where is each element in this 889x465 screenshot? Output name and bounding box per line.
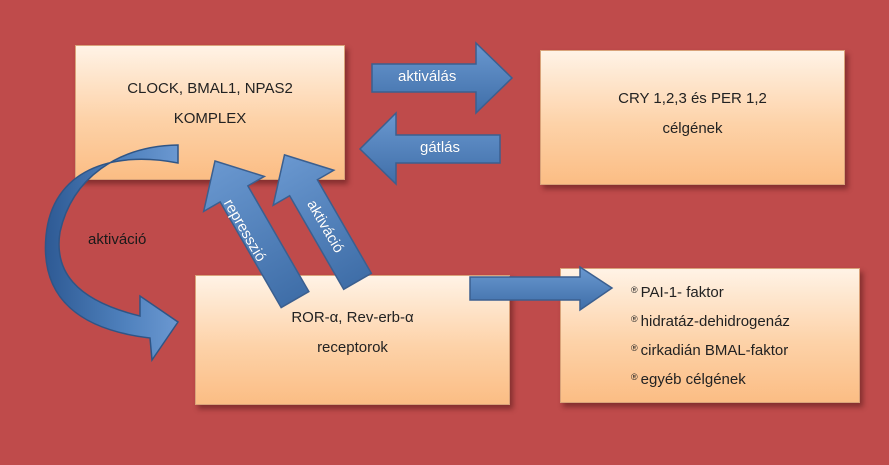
ror-receptor-box: ROR-α, Rev-erb-α receptorok (195, 275, 510, 405)
target-item: ®egyéb célgének (631, 371, 746, 388)
curved-activation-arrow (44, 144, 180, 363)
target-item: ®PAI-1- faktor (631, 284, 724, 301)
aktivacio-curve-label: aktiváció (88, 231, 147, 248)
target-item: ®hidratáz-dehidrogenáz (631, 313, 790, 330)
gatlas-label: gátlás (420, 139, 461, 156)
ror-box-line2: receptorok (317, 339, 388, 356)
target-genes-box: ®PAI-1- faktor ®hidratáz-dehidrogenáz ®c… (560, 268, 860, 403)
aktivalas-label: aktiválás (398, 68, 457, 85)
cry-box-line1: CRY 1,2,3 és PER 1,2 (618, 90, 767, 107)
bullet-icon: ® (631, 314, 638, 324)
aktivalas-arrow (371, 41, 514, 115)
represszio-arrow (202, 160, 310, 309)
cry-per-box: CRY 1,2,3 és PER 1,2 célgének (540, 50, 845, 185)
aktivacio-diag-arrow (272, 153, 373, 291)
bullet-icon: ® (631, 343, 638, 353)
ror-box-line1: ROR-α, Rev-erb-α (291, 309, 414, 326)
gatlas-arrow (358, 111, 501, 186)
bullet-icon: ® (631, 285, 638, 295)
clock-box-line1: CLOCK, BMAL1, NPAS2 (127, 80, 293, 97)
clock-box-line2: KOMPLEX (173, 110, 247, 127)
target-item: ®cirkadián BMAL-faktor (631, 342, 789, 359)
cry-box-line2: célgének (662, 120, 723, 137)
ror-to-targets-arrow (469, 265, 614, 312)
bullet-icon: ® (631, 372, 638, 382)
